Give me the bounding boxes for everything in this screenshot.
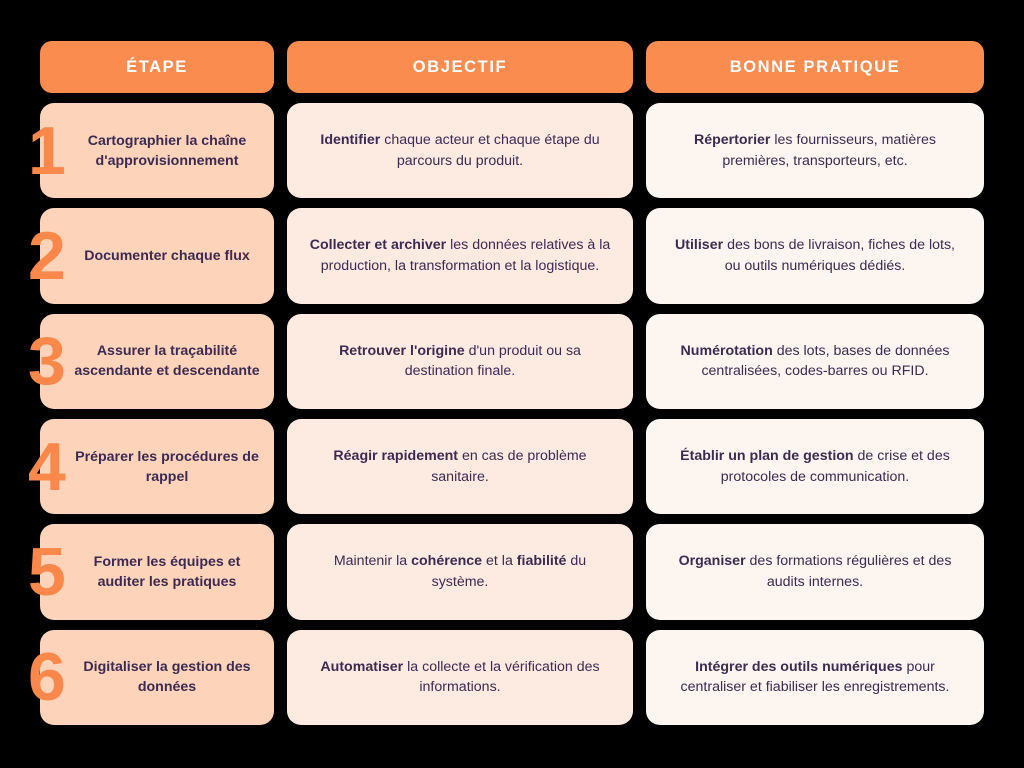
- practice-cell: Répertorier les fournisseurs, matières p…: [646, 103, 984, 199]
- column-header-label: OBJECTIF: [412, 57, 508, 76]
- objective-text: Maintenir la cohérence et la fiabilité d…: [333, 553, 587, 590]
- step-cell: 3 Assurer la traçabilité ascendante et d…: [28, 313, 274, 409]
- practice-text: Répertorier les fournisseurs, matières p…: [693, 132, 937, 169]
- practice-text: Utiliser des bons de livraison, fiches d…: [675, 237, 955, 274]
- step-cell: 6 Digitaliser la gestion des données: [28, 629, 274, 725]
- practice-text: Établir un plan de gestion de crise et d…: [680, 448, 950, 485]
- step-number-4: 4: [28, 428, 66, 505]
- step-label: Préparer les procédures de rappel: [75, 448, 259, 485]
- step-label: Documenter chaque flux: [84, 247, 250, 264]
- objective-cell: Réagir rapidement en cas de problème san…: [287, 419, 633, 515]
- practice-text: Intégrer des outils numériques pour cent…: [680, 658, 950, 696]
- step-cell: 1 Cartographier la chaîne d'approvisionn…: [28, 103, 274, 199]
- objective-text: Automatiser la collecte et la vérificati…: [320, 658, 600, 696]
- infographic-grid: ÉTAPE OBJECTIF BONNE PRATIQUE 1 Cartogra…: [28, 41, 984, 725]
- step-cell: 2 Documenter chaque flux: [28, 208, 274, 304]
- column-header-label: BONNE PRATIQUE: [729, 57, 901, 76]
- column-header-bonne-pratique: BONNE PRATIQUE: [646, 41, 984, 93]
- objective-cell: Automatiser la collecte et la vérificati…: [287, 629, 633, 725]
- objective-text: Retrouver l'origine d'un produit ou sa d…: [339, 342, 581, 380]
- column-header-objectif: OBJECTIF: [287, 41, 633, 93]
- column-header-etape: ÉTAPE: [40, 41, 274, 93]
- objective-cell: Maintenir la cohérence et la fiabilité d…: [287, 524, 633, 620]
- practice-text: Organiser des formations régulières et d…: [678, 553, 952, 590]
- step-number-6: 6: [28, 639, 66, 716]
- objective-cell: Retrouver l'origine d'un produit ou sa d…: [287, 313, 633, 409]
- practice-cell: Intégrer des outils numériques pour cent…: [646, 629, 984, 725]
- step-number-2: 2: [28, 217, 66, 294]
- column-header-label: ÉTAPE: [126, 57, 188, 76]
- step-label: Assurer la traçabilité ascendante et des…: [74, 343, 260, 380]
- practice-cell: Organiser des formations régulières et d…: [646, 524, 984, 620]
- step-label: Digitaliser la gestion des données: [83, 659, 251, 696]
- practice-text: Numérotation des lots, bases de données …: [680, 342, 950, 380]
- practice-cell: Numérotation des lots, bases de données …: [646, 313, 984, 409]
- objective-text: Collecter et archiver les données relati…: [309, 237, 611, 274]
- step-label: Former les équipes et auditer les pratiq…: [93, 553, 241, 590]
- step-number-3: 3: [28, 323, 66, 400]
- step-cell: 5 Former les équipes et auditer les prat…: [28, 524, 274, 620]
- practice-cell: Établir un plan de gestion de crise et d…: [646, 419, 984, 515]
- step-number-1: 1: [28, 112, 66, 189]
- step-label: Cartographier la chaîne d'approvisionnem…: [87, 132, 247, 169]
- objective-cell: Identifier chaque acteur et chaque étape…: [287, 103, 633, 199]
- step-number-5: 5: [28, 533, 66, 610]
- practice-cell: Utiliser des bons de livraison, fiches d…: [646, 208, 984, 304]
- objective-text: Identifier chaque acteur et chaque étape…: [320, 132, 600, 169]
- objective-text: Réagir rapidement en cas de problème san…: [333, 448, 587, 485]
- step-cell: 4 Préparer les procédures de rappel: [28, 419, 274, 515]
- objective-cell: Collecter et archiver les données relati…: [287, 208, 633, 304]
